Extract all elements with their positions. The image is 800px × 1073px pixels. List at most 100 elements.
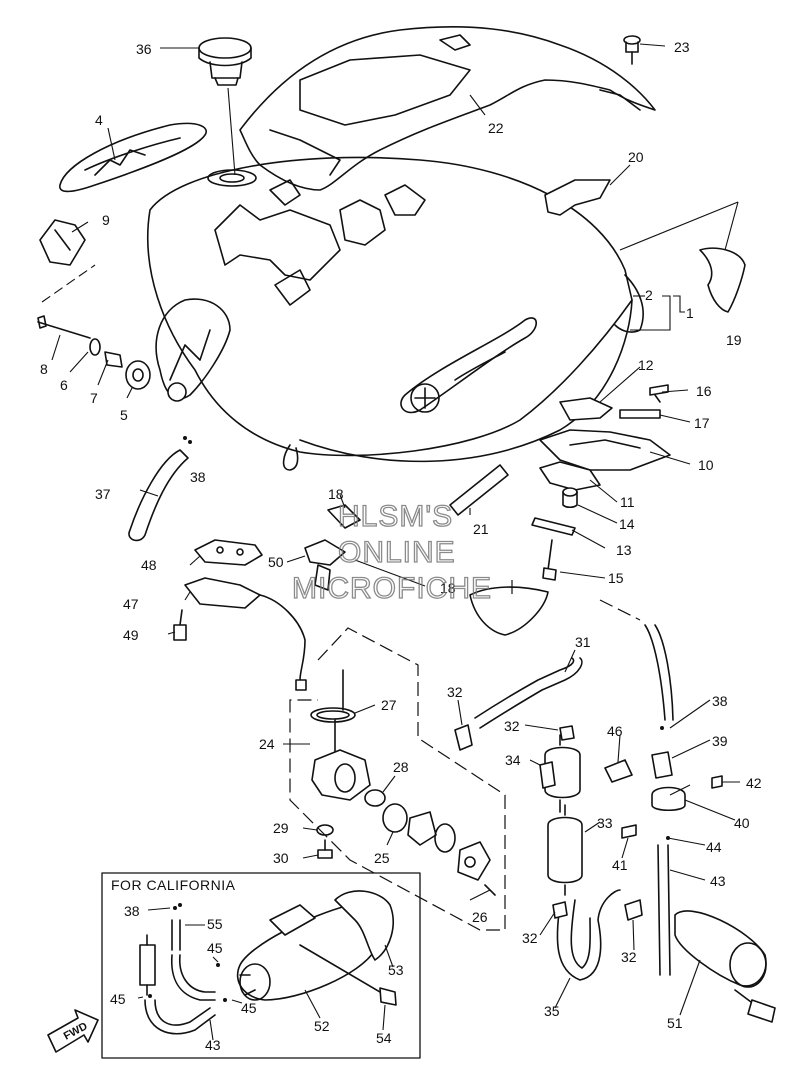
callout-32d: 32: [621, 949, 637, 965]
fuel-tank: [146, 156, 644, 471]
callout-49: 49: [123, 627, 139, 643]
hose-21: [449, 464, 509, 516]
callout-39: 39: [712, 733, 728, 749]
callout-38b: 38: [712, 693, 728, 709]
callout-45c: 45: [241, 1000, 257, 1016]
callout-34: 34: [505, 752, 521, 768]
bracket-53: [334, 890, 394, 961]
hose-43: [657, 844, 671, 976]
callout-6: 6: [60, 377, 68, 393]
callout-45b: 45: [110, 991, 126, 1007]
screw-30: [317, 849, 333, 859]
callout-14: 14: [619, 516, 635, 532]
side-cover-19: [699, 247, 746, 313]
hose-bent: [171, 954, 216, 1001]
callout-9: 9: [102, 212, 110, 228]
clip-32b: [559, 725, 575, 741]
callout-46: 46: [607, 723, 623, 739]
fuel-sender-assembly: [173, 539, 346, 691]
callout-32a: 32: [447, 684, 463, 700]
breather-hose-37: [128, 449, 189, 542]
bracket-20: [544, 179, 611, 216]
screw-42: [711, 775, 723, 789]
tank-hose-outline: [511, 580, 641, 621]
california-box: FOR CALIFORNIA: [101, 872, 421, 1059]
callout-50: 50: [268, 554, 284, 570]
callout-1: 1: [686, 305, 694, 321]
callout-24: 24: [259, 736, 275, 752]
callout-15: 15: [608, 570, 624, 586]
callout-31: 31: [575, 634, 591, 650]
callout-11: 11: [620, 494, 635, 510]
bolt-washer-set-left: [37, 315, 151, 390]
callout-52: 52: [314, 1018, 330, 1034]
fuel-pump-51: [674, 910, 776, 1023]
callout-28: 28: [393, 759, 409, 775]
gasket-cock: [434, 823, 456, 853]
damper-9: [39, 219, 86, 266]
callout-27: 27: [381, 697, 397, 713]
clip-32c: [552, 901, 568, 919]
clip-32d: [624, 899, 643, 921]
callout-13: 13: [616, 542, 632, 558]
connector-46: [604, 759, 633, 783]
fuel-cap: [198, 37, 252, 86]
lever-25: [407, 811, 437, 846]
screw-41: [621, 824, 637, 839]
fuel-cock-24: [310, 669, 371, 801]
callout-21: 21: [473, 521, 489, 537]
callout-36: 36: [136, 41, 152, 57]
callout-37: 37: [95, 486, 111, 502]
hose-31: [474, 657, 575, 719]
seat-cover: [239, 26, 656, 191]
callout-numbers: 1 2 4 5 6 7 8 9 10 11 12 13 14 15 16 17 …: [40, 39, 762, 1053]
callout-16: 16: [696, 383, 712, 399]
callout-25: 25: [374, 850, 390, 866]
seal-28: [364, 789, 386, 807]
callout-26: 26: [472, 909, 488, 925]
pad-18: [469, 586, 549, 636]
callout-18a: 18: [328, 486, 344, 502]
callout-8: 8: [40, 361, 48, 377]
callout-19: 19: [726, 332, 742, 348]
callout-41: 41: [612, 857, 628, 873]
callout-4: 4: [95, 112, 103, 128]
watermark-line1: HLSM'S: [338, 500, 453, 533]
rear-mount-assembly: [531, 384, 671, 581]
tank-emblem-left: [59, 122, 207, 193]
callout-30: 30: [273, 850, 289, 866]
leader-lines: [41, 43, 740, 1041]
hose-43-cal: [144, 999, 216, 1035]
callout-32c: 32: [522, 930, 538, 946]
callout-2: 2: [645, 287, 653, 303]
callout-43a: 43: [710, 873, 726, 889]
valve-39: [651, 751, 673, 779]
callout-53: 53: [388, 962, 404, 978]
callout-38c: 38: [124, 903, 140, 919]
fuel-cock-group-outline: [289, 627, 506, 931]
callout-17: 17: [694, 415, 710, 431]
callout-12: 12: [638, 357, 654, 373]
cap-gasket: [207, 169, 257, 187]
callout-48: 48: [141, 557, 157, 573]
callout-23: 23: [674, 39, 690, 55]
callout-22: 22: [488, 120, 504, 136]
fuel-filter-34: [539, 734, 581, 813]
callout-51: 51: [667, 1015, 683, 1031]
callout-32b: 32: [504, 718, 520, 734]
callout-55: 55: [207, 916, 223, 932]
callout-42: 42: [746, 775, 762, 791]
california-box-title: FOR CALIFORNIA: [111, 877, 236, 893]
bolt-54: [299, 944, 386, 996]
callout-10: 10: [698, 457, 714, 473]
callout-44: 44: [706, 839, 722, 855]
watermark-line3: MICROFICHE: [292, 572, 492, 605]
hose-55: [171, 919, 181, 951]
callout-35: 35: [544, 1003, 560, 1019]
callout-40: 40: [734, 815, 750, 831]
callout-7: 7: [90, 390, 98, 406]
callout-43b: 43: [205, 1037, 221, 1053]
cover-plate-26: [457, 841, 491, 881]
callout-20: 20: [628, 149, 644, 165]
